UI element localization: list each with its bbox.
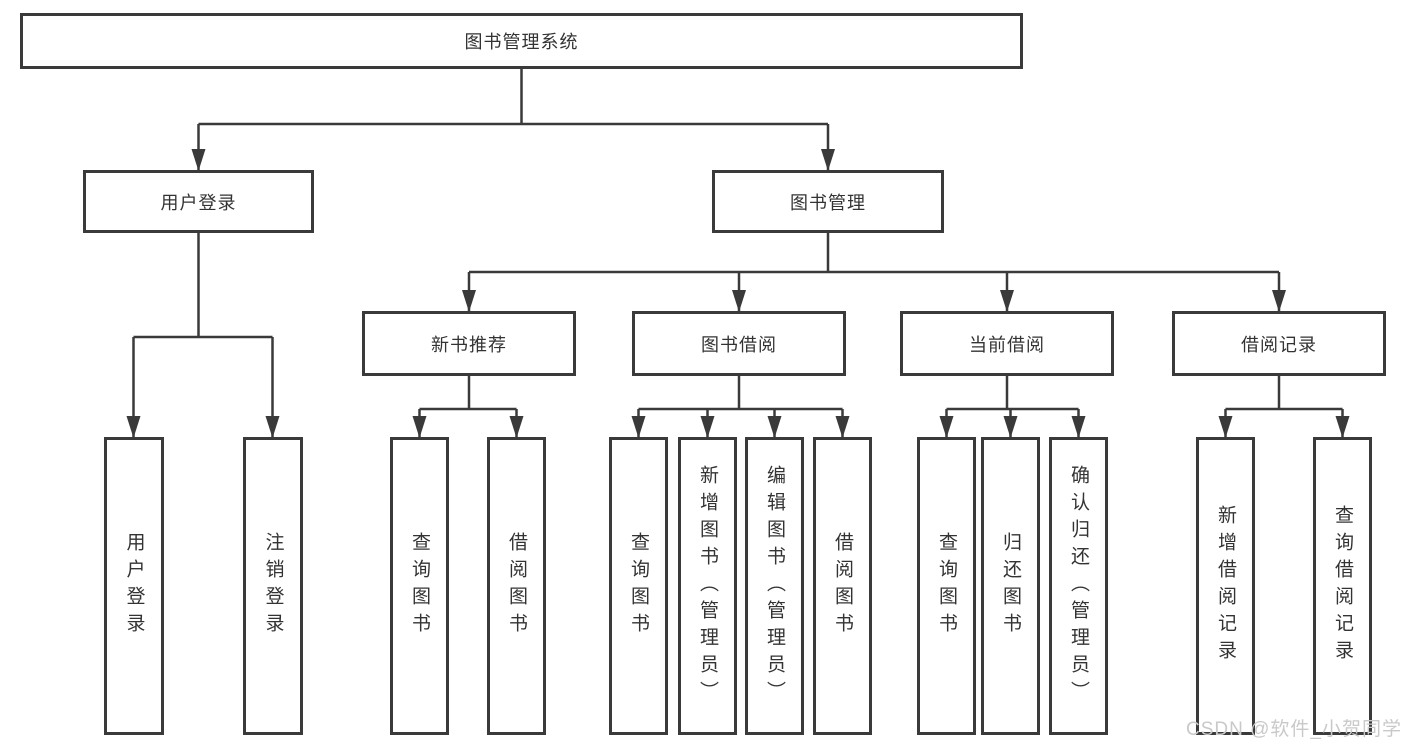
node-book-borrowing: 图书借阅 [632,311,846,376]
leaf-confirm-return-admin: 确认归还（管理员） [1049,437,1108,735]
leaf-borrow-books-recommend: 借阅图书 [487,437,546,735]
leaf-borrow-books-borrowing: 借阅图书 [813,437,872,735]
node-library-system: 图书管理系统 [20,13,1023,69]
node-book-management: 图书管理 [712,170,944,233]
node-user-login: 用户登录 [83,170,314,233]
leaf-logout: 注销登录 [243,437,303,735]
leaf-user-login: 用户登录 [104,437,164,735]
node-new-book-recommend: 新书推荐 [362,311,576,376]
leaf-add-book-admin: 新增图书（管理员） [678,437,737,735]
node-current-borrowing: 当前借阅 [900,311,1114,376]
leaf-query-books-recommend: 查询图书 [390,437,449,735]
leaf-query-borrow-record: 查询借阅记录 [1313,437,1372,735]
leaf-query-books-borrowing: 查询图书 [609,437,668,735]
leaf-return-books: 归还图书 [981,437,1040,735]
leaf-query-books-current: 查询图书 [917,437,976,735]
leaf-edit-book-admin: 编辑图书（管理员） [745,437,804,735]
node-borrowing-records: 借阅记录 [1172,311,1386,376]
leaf-add-borrow-record: 新增借阅记录 [1196,437,1255,735]
